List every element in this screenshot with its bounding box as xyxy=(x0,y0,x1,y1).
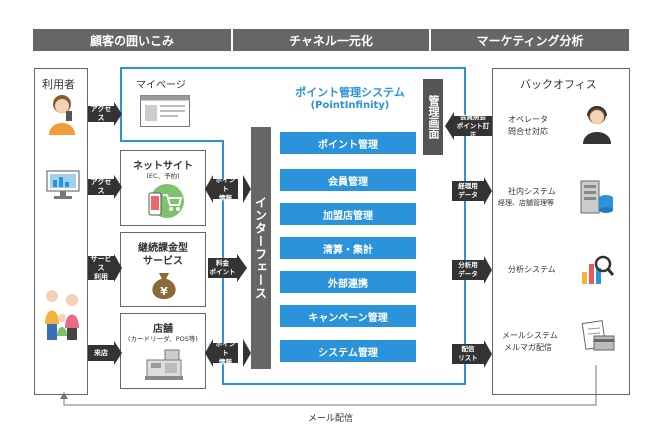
system-name: ポイント管理システム xyxy=(295,86,405,99)
arrow-analysis-data-line2: データ xyxy=(458,270,478,278)
money-bag-icon: ¥ xyxy=(152,273,176,299)
subscription-title-line2: サービス xyxy=(143,256,183,267)
mypage-title: マイページ xyxy=(136,80,186,91)
arrow-head-3 xyxy=(114,254,122,282)
desktop-computer-icon xyxy=(46,170,80,199)
arrow-point-info-2-heads xyxy=(205,339,251,367)
bo-internal-system-line1: 社内システム xyxy=(508,187,556,196)
arrow-store-visit-label: 来店 xyxy=(94,348,108,357)
bo-mail-system-line1: メールシステム xyxy=(502,331,558,340)
admin-screen-label: 管理画面 xyxy=(423,79,443,155)
header-customer-retention: 顧客の囲いこみ xyxy=(33,29,231,51)
arrow-point-info-1-line2: 情報 xyxy=(219,193,232,202)
point-system-frame xyxy=(222,67,466,385)
arrow-analysis-data-head xyxy=(484,256,492,284)
mail-delivery-label: メール配信 xyxy=(308,414,354,424)
arrow-point-info-1-heads xyxy=(205,175,251,203)
arrow-member-inquiry-line2: ポイント訂正 xyxy=(456,121,490,139)
bo-operator-line1: オペレータ xyxy=(508,115,548,124)
arrow-access-netsite-label: アクセス xyxy=(90,178,112,195)
channel-subscription: 継続課金型 サービス ¥ xyxy=(120,232,206,307)
store-title: 店舗 xyxy=(153,324,173,335)
family-icon xyxy=(45,290,79,340)
arrow-accounting-data: 経理用 データ xyxy=(452,181,484,201)
arrow-fee-point-head xyxy=(237,254,247,282)
arrow-head-4 xyxy=(114,341,122,365)
smartphone-cart-icon xyxy=(148,184,184,218)
woman-phone-icon xyxy=(49,95,75,135)
arrow-access-netsite: アクセス xyxy=(88,178,114,195)
bo-internal-system-line2: 経理、店舗管理等 xyxy=(498,199,554,207)
arrow-access-mypage-label: アクセス xyxy=(90,105,112,122)
arrow-store-visit: 来店 xyxy=(88,345,114,361)
arrow-service-use: サービス 利用 xyxy=(88,254,114,281)
channel-netsite: ネットサイト (EC、予約) xyxy=(120,150,206,226)
arrow-point-info-2-line2: 情報 xyxy=(219,357,232,366)
operator-headset-icon xyxy=(583,106,611,144)
arrow-fee-point-line2: ポイント xyxy=(209,268,236,276)
arrow-service-use-line2: 利用 xyxy=(94,272,108,281)
svg-text:¥: ¥ xyxy=(160,285,168,298)
interface-bar: インターフェース xyxy=(251,127,271,369)
arrow-delivery-list: 配信 リスト xyxy=(452,344,484,364)
header-channel-integration: チャネル一元化 xyxy=(233,29,429,51)
arrow-point-info-1: ポイント 情報 xyxy=(213,175,238,202)
arrow-member-inquiry-line1: 会員照会 xyxy=(460,112,486,121)
arrow-delivery-list-line2: リスト xyxy=(458,354,478,362)
system-item-system-management: システム管理 xyxy=(280,340,416,362)
arrow-point-info-2-line1: ポイント xyxy=(215,339,236,357)
arrow-accounting-data-line2: データ xyxy=(458,191,478,199)
subscription-title-line1: 継続課金型 xyxy=(138,243,188,254)
document-card-icon xyxy=(581,320,615,351)
system-item-merchant-management: 加盟店管理 xyxy=(280,203,416,225)
system-item-campaign-management: キャンペーン管理 xyxy=(280,305,416,327)
back-office-title: バックオフィス xyxy=(520,78,597,91)
store-sub: (カードリーダ、POS等) xyxy=(128,335,198,343)
system-item-member-management: 会員管理 xyxy=(280,169,416,191)
arrow-delivery-list-line1: 配信 xyxy=(461,345,475,353)
channel-store: 店舗 (カードリーダ、POS等) xyxy=(120,313,206,389)
arrow-fee-point: 料金 ポイント xyxy=(208,258,237,278)
users-panel-title: 利用者 xyxy=(42,78,75,91)
system-item-point-management: ポイント管理 xyxy=(280,132,416,154)
system-item-external-integration: 外部連携 xyxy=(280,271,416,293)
arrow-point-info-2: ポイント 情報 xyxy=(213,339,238,366)
system-name-en: (PointInfinity) xyxy=(310,100,390,111)
arrow-delivery-list-head xyxy=(484,340,492,368)
bo-analysis-system: 分析システム xyxy=(508,265,556,274)
chart-magnifier-icon xyxy=(582,255,615,284)
arrow-access-mypage: アクセス xyxy=(88,105,114,122)
arrow-accounting-data-head xyxy=(484,177,492,205)
arrow-member-inquiry: 会員照会 ポイント訂正 xyxy=(454,112,492,139)
netsite-title: ネットサイト xyxy=(133,161,193,172)
arrow-analysis-data-line1: 分析用 xyxy=(458,261,478,269)
arrow-head-2 xyxy=(114,175,122,199)
cash-register-icon xyxy=(145,349,183,380)
arrow-member-inquiry-head xyxy=(445,112,454,140)
arrow-service-use-line1: サービス xyxy=(90,254,112,272)
arrow-fee-point-line1: 料金 xyxy=(216,259,229,267)
arrow-analysis-data: 分析用 データ xyxy=(452,260,484,280)
users-panel xyxy=(34,68,88,395)
netsite-sub: (EC、予約) xyxy=(146,172,180,180)
system-item-settlement: 清算・集計 xyxy=(280,237,416,259)
bo-operator-line2: 問合せ対応 xyxy=(508,127,548,136)
arrow-head-1 xyxy=(114,102,122,126)
server-database-icon xyxy=(580,180,613,214)
browser-window-icon xyxy=(140,95,190,127)
arrow-accounting-data-line1: 経理用 xyxy=(458,182,478,190)
arrow-point-info-1-line1: ポイント xyxy=(215,175,236,193)
header-marketing-analysis: マーケティング分析 xyxy=(431,29,629,51)
bo-mail-system-line2: メルマガ配信 xyxy=(504,343,552,352)
